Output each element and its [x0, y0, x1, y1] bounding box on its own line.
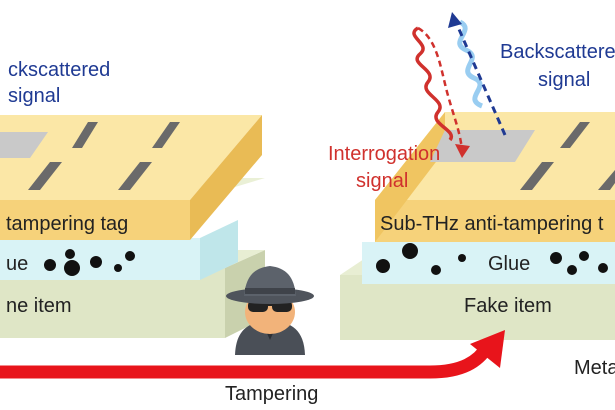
- right-tag-front: [375, 200, 615, 242]
- glue-dot: [376, 259, 390, 273]
- glue-dot: [114, 264, 122, 272]
- left-glue-label: ue: [6, 253, 28, 275]
- interrogation-wave-icon: [412, 26, 470, 158]
- left-strip: [72, 122, 98, 148]
- left-tag-top-face: [0, 115, 262, 200]
- spy-icon: [226, 266, 314, 355]
- left-chip: [0, 132, 48, 158]
- glue-dot: [125, 251, 135, 261]
- right-tag-label: Sub-THz anti-tampering t: [380, 213, 604, 235]
- right-chip: [430, 130, 535, 162]
- right-strip: [560, 122, 590, 148]
- glue-dot: [65, 249, 75, 259]
- glue-dot: [90, 256, 102, 268]
- interrogation-line1: Interrogation: [328, 143, 440, 165]
- backscatter-wave-icon: [448, 12, 507, 136]
- right-edge-label: Meta: [574, 357, 615, 379]
- left-strip: [118, 162, 152, 190]
- left-stack: ckscattered signal tampering tag ue ne i…: [0, 59, 265, 338]
- right-tag-left-side: [375, 112, 445, 242]
- right-backscattered-line2: signal: [538, 69, 590, 91]
- left-backscattered-line1: ckscattered: [8, 59, 110, 81]
- right-glue-label: Glue: [488, 253, 530, 275]
- left-strip: [28, 162, 62, 190]
- right-backscattered-line1: Backscattere: [500, 41, 615, 63]
- interrogation-line2: signal: [356, 170, 408, 192]
- left-strip: [152, 122, 180, 148]
- right-strip: [520, 162, 554, 190]
- glue-dot: [64, 260, 80, 276]
- glue-dot: [431, 265, 441, 275]
- glue-dot: [458, 254, 466, 262]
- left-backscattered-line2: signal: [8, 85, 60, 107]
- left-glue-side: [200, 220, 238, 280]
- left-tag-label: tampering tag: [6, 213, 128, 235]
- tampering-arrow-icon: [0, 330, 505, 379]
- left-tag-side: [190, 115, 262, 240]
- glue-dot: [579, 251, 589, 261]
- left-tag-front: [0, 200, 190, 240]
- glue-dot: [598, 263, 608, 273]
- right-stack: Backscattere signal Interrogation signal…: [328, 12, 615, 379]
- glue-dot: [567, 265, 577, 275]
- left-item-label: ne item: [6, 295, 72, 317]
- right-item-front: [340, 275, 615, 340]
- glue-dot: [402, 243, 418, 259]
- tampering-label: Tampering: [225, 383, 318, 405]
- glue-dot: [44, 259, 56, 271]
- glue-dot: [550, 252, 562, 264]
- right-strip: [598, 170, 615, 190]
- right-item-label: Fake item: [464, 295, 552, 317]
